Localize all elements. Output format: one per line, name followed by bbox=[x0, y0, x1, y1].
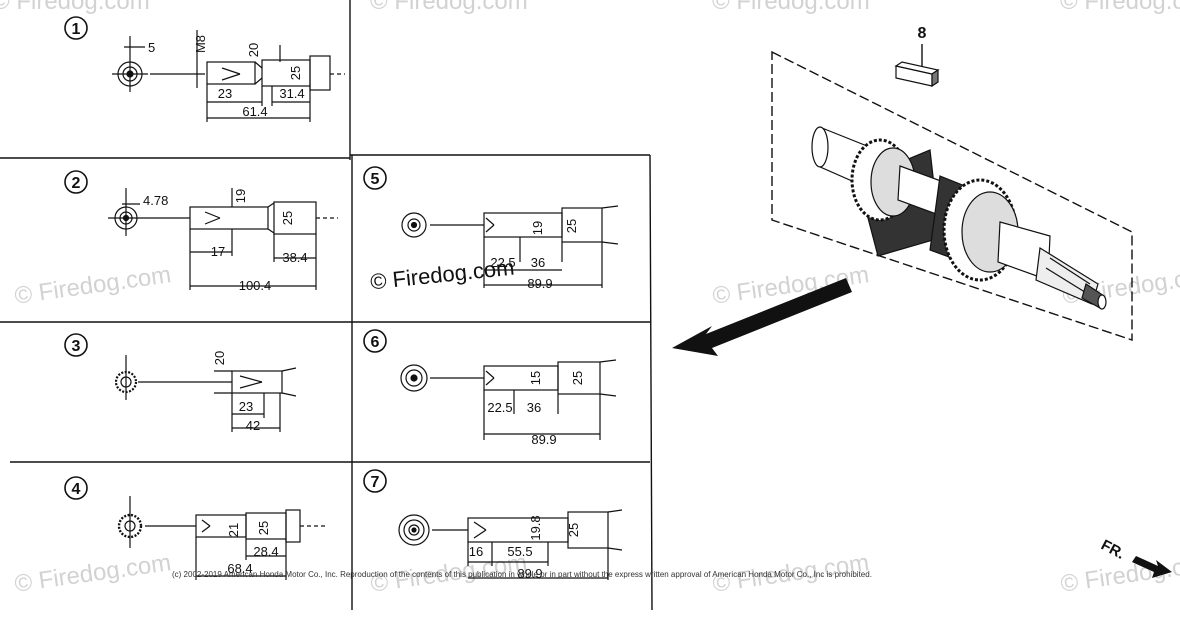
dim-label: 25 bbox=[280, 211, 295, 225]
type-4-drawing bbox=[117, 496, 325, 580]
dim-label: 89.9 bbox=[527, 276, 552, 291]
watermark: © Firedog.com bbox=[712, 0, 870, 15]
svg-text:4: 4 bbox=[72, 481, 81, 498]
watermark: © Firedog.com bbox=[1060, 0, 1180, 15]
dim-label: 25 bbox=[566, 523, 581, 537]
svg-text:2: 2 bbox=[72, 175, 81, 192]
dim-label: 19.8 bbox=[528, 515, 543, 540]
type-7-drawing bbox=[398, 509, 623, 580]
key-part bbox=[894, 61, 940, 88]
dim-label: 23 bbox=[218, 86, 232, 101]
dim-label: 38.4 bbox=[282, 250, 307, 265]
crankshaft-assembly bbox=[771, 44, 1133, 341]
dim-label: 25 bbox=[256, 521, 271, 535]
dim-label: 19 bbox=[233, 189, 248, 203]
dim-label: 23 bbox=[239, 399, 253, 414]
fr-label: FR. bbox=[1098, 537, 1127, 563]
type-1-drawing bbox=[112, 30, 345, 122]
type-4-marker: 4 bbox=[64, 476, 88, 500]
dim-label: 21 bbox=[226, 523, 241, 537]
dim-label: 17 bbox=[211, 244, 225, 259]
svg-text:7: 7 bbox=[371, 474, 380, 491]
svg-text:1: 1 bbox=[72, 21, 81, 38]
dim-label: 20 bbox=[246, 43, 261, 57]
fr-indicator: FR. bbox=[1098, 537, 1172, 578]
dim-label: 55.5 bbox=[507, 544, 532, 559]
svg-text:5: 5 bbox=[371, 171, 380, 188]
type-7-marker: 7 bbox=[363, 469, 387, 493]
dim-label: 42 bbox=[246, 418, 260, 433]
dim-label: 19 bbox=[530, 221, 545, 235]
svg-text:3: 3 bbox=[72, 338, 81, 355]
dim-label: 25 bbox=[288, 66, 303, 80]
dim-label: 36 bbox=[531, 255, 545, 270]
dim-label: 61.4 bbox=[242, 104, 267, 119]
dim-label: M8 bbox=[193, 35, 208, 53]
dim-label: 100.4 bbox=[239, 278, 272, 293]
dim-label: 25 bbox=[570, 371, 585, 385]
dim-label: 16 bbox=[469, 544, 483, 559]
watermark: © Firedog.com bbox=[0, 0, 150, 15]
part-number-label: 8 bbox=[918, 25, 927, 42]
type-1-marker: 1 bbox=[64, 16, 88, 40]
dim-label: 15 bbox=[528, 371, 543, 385]
dim-label: 5 bbox=[148, 40, 155, 55]
dim-label: 25 bbox=[564, 219, 579, 233]
watermark: © Firedog.com bbox=[370, 0, 528, 15]
type-5-drawing bbox=[401, 205, 619, 288]
dim-label: 89.9 bbox=[531, 432, 556, 447]
type-6-drawing bbox=[400, 359, 617, 440]
direction-arrow bbox=[672, 278, 852, 356]
dim-label: 89.9 bbox=[517, 566, 542, 581]
type-3-drawing bbox=[114, 355, 297, 432]
dim-label: 28.4 bbox=[253, 544, 278, 559]
dim-label: 22.5 bbox=[487, 400, 512, 415]
dim-label: 22.5 bbox=[490, 255, 515, 270]
type-2-drawing bbox=[108, 188, 338, 290]
svg-text:6: 6 bbox=[371, 334, 380, 351]
grid-line bbox=[649, 154, 653, 611]
dim-label: 20 bbox=[212, 351, 227, 365]
dim-label: 68.4 bbox=[227, 561, 252, 576]
dim-label: 36 bbox=[527, 400, 541, 415]
dim-label: 31.4 bbox=[279, 86, 304, 101]
type-3-marker: 3 bbox=[64, 333, 88, 357]
dim-label: 4.78 bbox=[143, 193, 168, 208]
copyright-notice: (c) 2002-2019 American Honda Motor Co., … bbox=[172, 570, 872, 579]
type-5-marker: 5 bbox=[363, 166, 387, 190]
type-6-marker: 6 bbox=[363, 329, 387, 353]
type-2-marker: 2 bbox=[64, 170, 88, 194]
